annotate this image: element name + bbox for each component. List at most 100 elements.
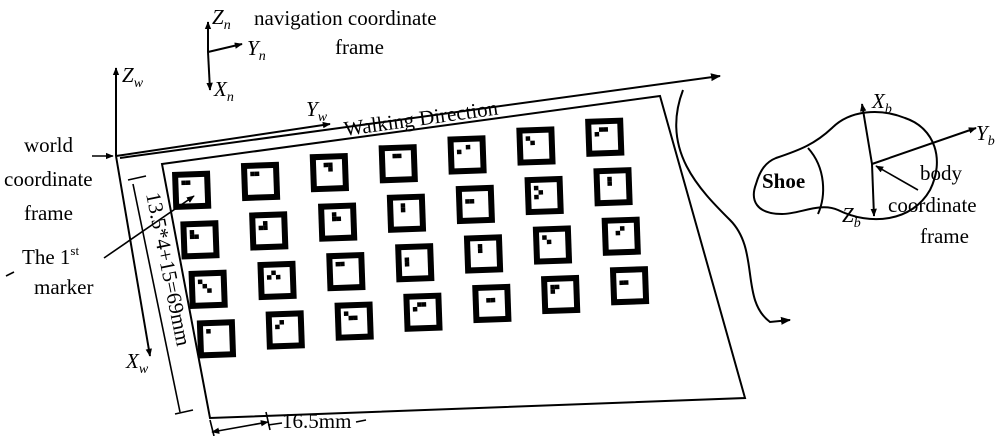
marker-bit — [328, 167, 333, 172]
aruco-marker — [403, 292, 443, 332]
marker-bit — [554, 284, 560, 290]
body-y-axis — [871, 127, 977, 165]
aruco-marker — [240, 161, 281, 202]
marker-bit — [323, 162, 329, 168]
world-y-axis — [115, 121, 331, 157]
horizontal-dimension-label: 16.5mm — [282, 409, 351, 433]
marker-bit — [525, 136, 531, 141]
nav-y-axis — [207, 42, 243, 53]
marker-bit — [615, 230, 621, 236]
marker-bit — [598, 127, 604, 132]
marker-bit — [619, 226, 625, 231]
navigation-frame-label-line1: navigation coordinate — [254, 6, 437, 30]
aruco-marker — [265, 310, 305, 350]
marker-bit — [185, 180, 191, 186]
marker-bit — [202, 283, 208, 289]
marker-bit — [328, 162, 333, 168]
horizontal-dimension-tail — [355, 419, 367, 423]
world-frame-axes: Zw Yw Xw world coordinate frame — [4, 63, 331, 377]
path-curve-right — [675, 89, 791, 325]
marker-bit — [607, 181, 613, 186]
marker-bit — [392, 153, 398, 159]
marker-bit — [533, 185, 539, 191]
marker-bit — [404, 261, 410, 267]
marker-interior — [591, 123, 619, 151]
marker-bit — [271, 270, 276, 276]
shoe-seam — [807, 147, 825, 215]
marker-interior — [263, 266, 291, 294]
first-marker-label-line1: The 1st — [22, 243, 79, 269]
marker-bit — [477, 243, 483, 249]
first-marker-annotation: The 1st marker — [5, 195, 195, 299]
aruco-marker — [524, 175, 564, 216]
axis-label-yw: Yw — [306, 97, 328, 125]
aruco-marker — [309, 152, 350, 193]
aruco-marker — [593, 167, 633, 207]
horizontal-dimension-lead — [267, 422, 283, 426]
axis-label-yn: Yn — [247, 36, 266, 64]
walking-direction-label: Walking Direction — [342, 96, 500, 141]
world-frame-label-line3: frame — [24, 201, 73, 225]
vertical-dimension-tick-top — [127, 175, 147, 181]
aruco-marker — [585, 117, 625, 157]
marker-interior — [255, 217, 283, 245]
marker-bit — [207, 288, 212, 293]
marker-interior — [470, 240, 497, 268]
marker-interior — [315, 159, 343, 187]
nav-x-axis — [206, 51, 213, 91]
aruco-marker — [196, 319, 237, 359]
marker-interior — [478, 289, 506, 317]
vertical-dimension-line — [132, 183, 181, 413]
marker-interior — [324, 208, 352, 236]
marker-bit — [352, 315, 358, 321]
aruco-marker — [541, 274, 581, 315]
marker-bit — [546, 239, 552, 245]
marker-bit — [181, 180, 186, 186]
body-frame-pointer — [875, 165, 919, 191]
marker-bit — [194, 234, 199, 240]
axis-label-zw: Zw — [122, 63, 144, 91]
body-x-axis — [860, 103, 873, 165]
first-marker-tick — [5, 271, 15, 277]
marker-bit — [258, 225, 264, 231]
marker-board — [160, 94, 747, 420]
marker-bit — [189, 234, 195, 240]
walking-direction-arrow — [119, 73, 721, 159]
board-outline — [160, 94, 747, 420]
axis-label-zn: Zn — [212, 5, 231, 33]
marker-interior — [461, 190, 489, 218]
world-frame-label-line1: world — [24, 133, 73, 157]
marker-bit — [417, 302, 422, 307]
marker-bit — [530, 140, 535, 146]
marker-bit — [421, 302, 427, 307]
aruco-marker — [386, 193, 427, 233]
marker-bit — [262, 220, 268, 226]
aruco-marker — [188, 269, 228, 309]
marker-bit — [266, 275, 272, 280]
marker-bit — [400, 207, 406, 213]
marker-interior — [607, 222, 635, 250]
aruco-marker — [455, 184, 496, 225]
aruco-marker — [472, 283, 512, 324]
marker-bit — [534, 194, 539, 200]
vertical-dimension-tick-bottom — [174, 409, 194, 415]
marker-bit — [490, 297, 496, 303]
marker-bit — [465, 144, 471, 150]
aruco-marker — [334, 301, 374, 341]
marker-bit — [250, 171, 255, 177]
body-frame-label-line1: body — [920, 161, 963, 185]
aruco-marker — [378, 144, 418, 184]
aruco-marker — [257, 260, 297, 301]
horizontal-dimension-tick-left — [209, 419, 215, 436]
marker-bit — [542, 235, 547, 240]
aruco-marker — [463, 234, 504, 274]
aruco-marker — [532, 225, 573, 265]
marker-bit — [348, 315, 354, 321]
marker-bit — [343, 311, 349, 316]
horizontal-dimension-tick-right — [265, 411, 271, 431]
marker-interior — [616, 272, 643, 300]
first-marker-pointer — [103, 195, 195, 259]
marker-interior — [271, 316, 299, 344]
shoe-group: Shoe Xb Yb Zb body coordinate frame — [752, 89, 995, 248]
